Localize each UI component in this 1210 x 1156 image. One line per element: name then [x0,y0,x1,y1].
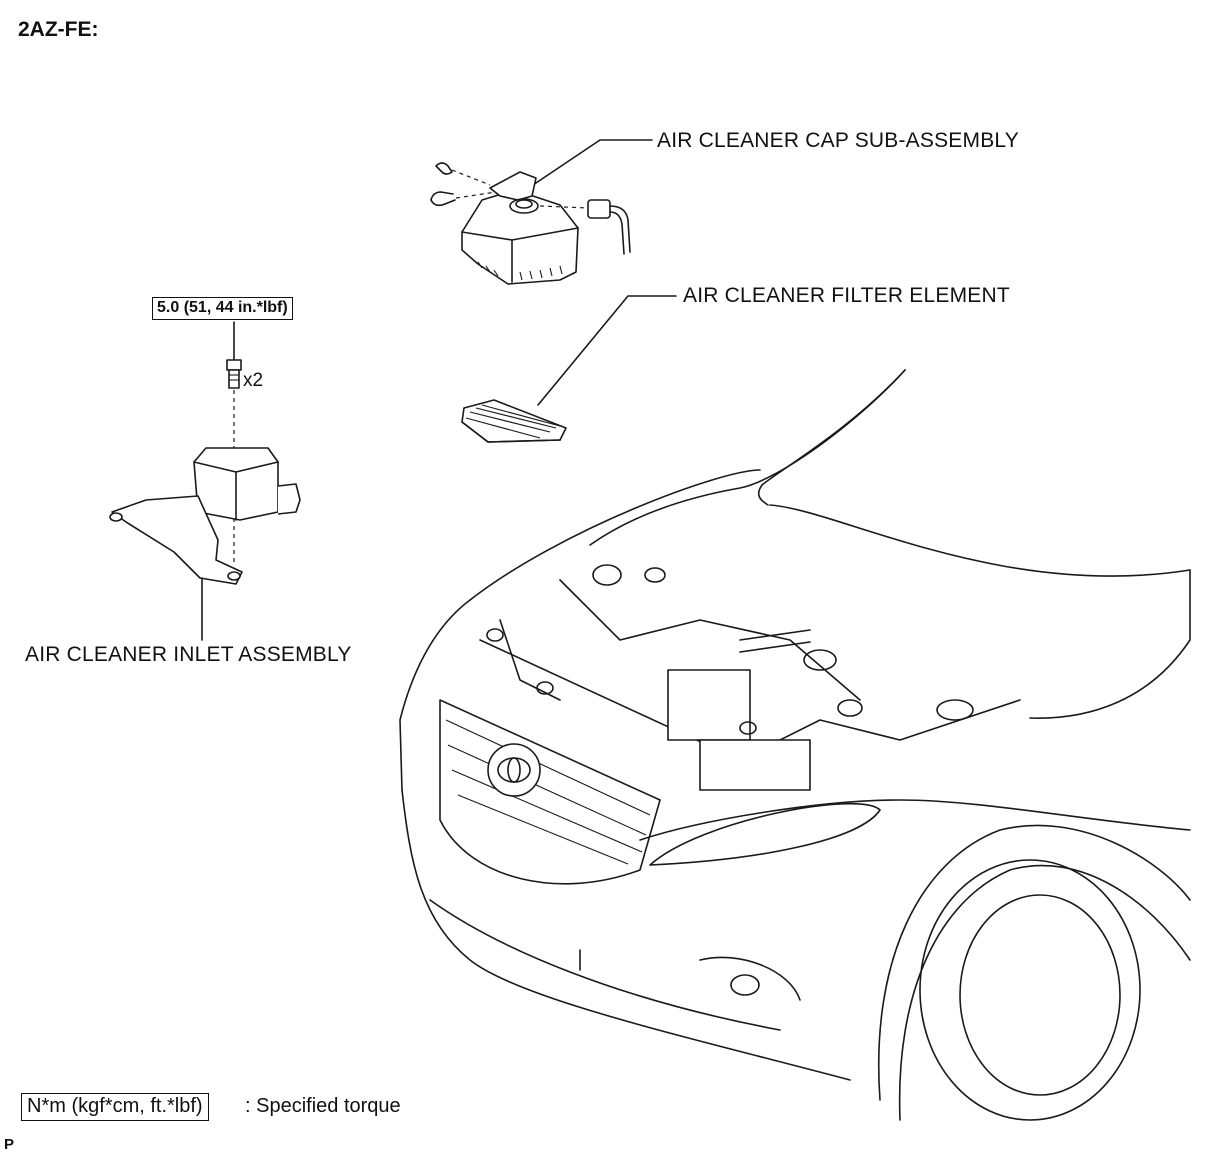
air-cleaner-filter-drawing [461,295,677,443]
inlet-assembly-label: AIR CLEANER INLET ASSEMBLY [25,643,352,666]
diagram-heading: 2AZ-FE: [18,18,99,41]
cap-sub-assembly-label: AIR CLEANER CAP SUB-ASSEMBLY [657,129,1019,152]
legend-description: : Specified torque [245,1095,401,1117]
torque-spec-box: 5.0 (51, 44 in.*lbf) [152,297,293,320]
legend-unit-box: N*m (kgf*cm, ft.*lbf) [21,1093,209,1121]
footer-code: P [4,1136,15,1153]
bolt-quantity: x2 [243,370,264,391]
air-cleaner-cap-drawing [430,139,653,285]
vehicle-drawing [399,369,1191,1121]
filter-element-label: AIR CLEANER FILTER ELEMENT [683,284,1010,307]
air-cleaner-inlet-drawing [109,321,301,641]
